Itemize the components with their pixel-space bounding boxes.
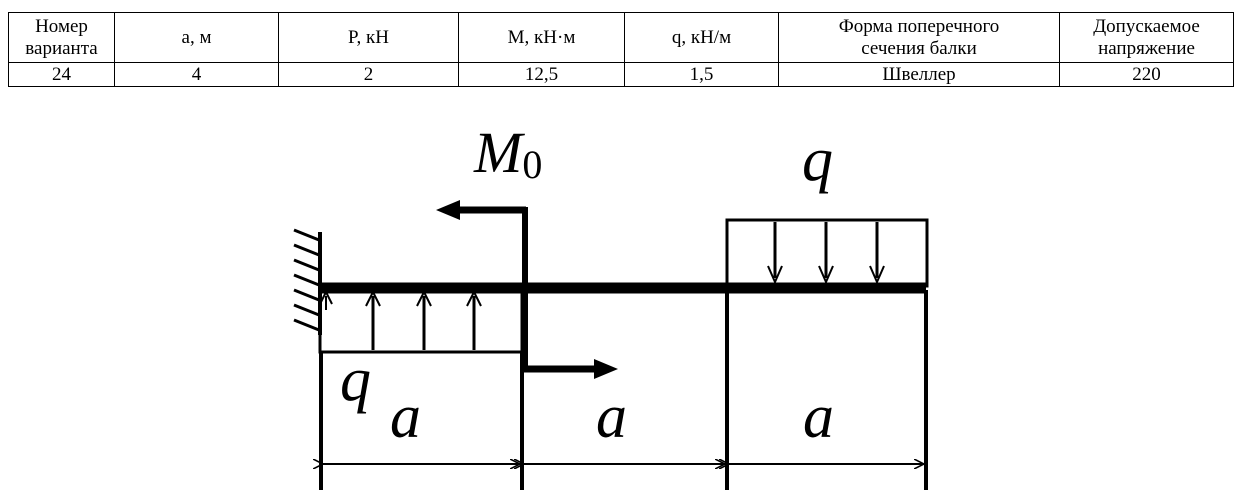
moment-label: M0 [473, 120, 542, 187]
fixed-support [293, 228, 322, 335]
cell-section-shape: Швеллер [778, 62, 1060, 87]
header-q: q, кН/м [624, 12, 779, 63]
span-label: a [803, 383, 834, 451]
span-label: a [390, 383, 421, 451]
cell-allowable-stress: 220 [1059, 62, 1234, 87]
load-label-bottom: q [340, 346, 371, 414]
moment-subscript: 0 [522, 142, 542, 187]
cell-p: 2 [278, 62, 459, 87]
distributed-load-lower [318, 286, 524, 354]
cell-variant: 24 [8, 62, 115, 87]
table-row: 24 4 2 12,5 1,5 Швеллер 220 [8, 62, 1234, 87]
span-label: a [596, 383, 627, 451]
cell-m: 12,5 [458, 62, 625, 87]
load-label-top: q [802, 126, 833, 194]
dimension-lines [321, 290, 928, 490]
cell-q: 1,5 [624, 62, 779, 87]
moment-symbol [436, 200, 618, 379]
cell-a: 4 [114, 62, 279, 87]
distributed-load-upper [725, 218, 929, 288]
header-p: P, кН [278, 12, 459, 63]
header-m: M, кН·м [458, 12, 625, 63]
header-a: a, м [114, 12, 279, 63]
